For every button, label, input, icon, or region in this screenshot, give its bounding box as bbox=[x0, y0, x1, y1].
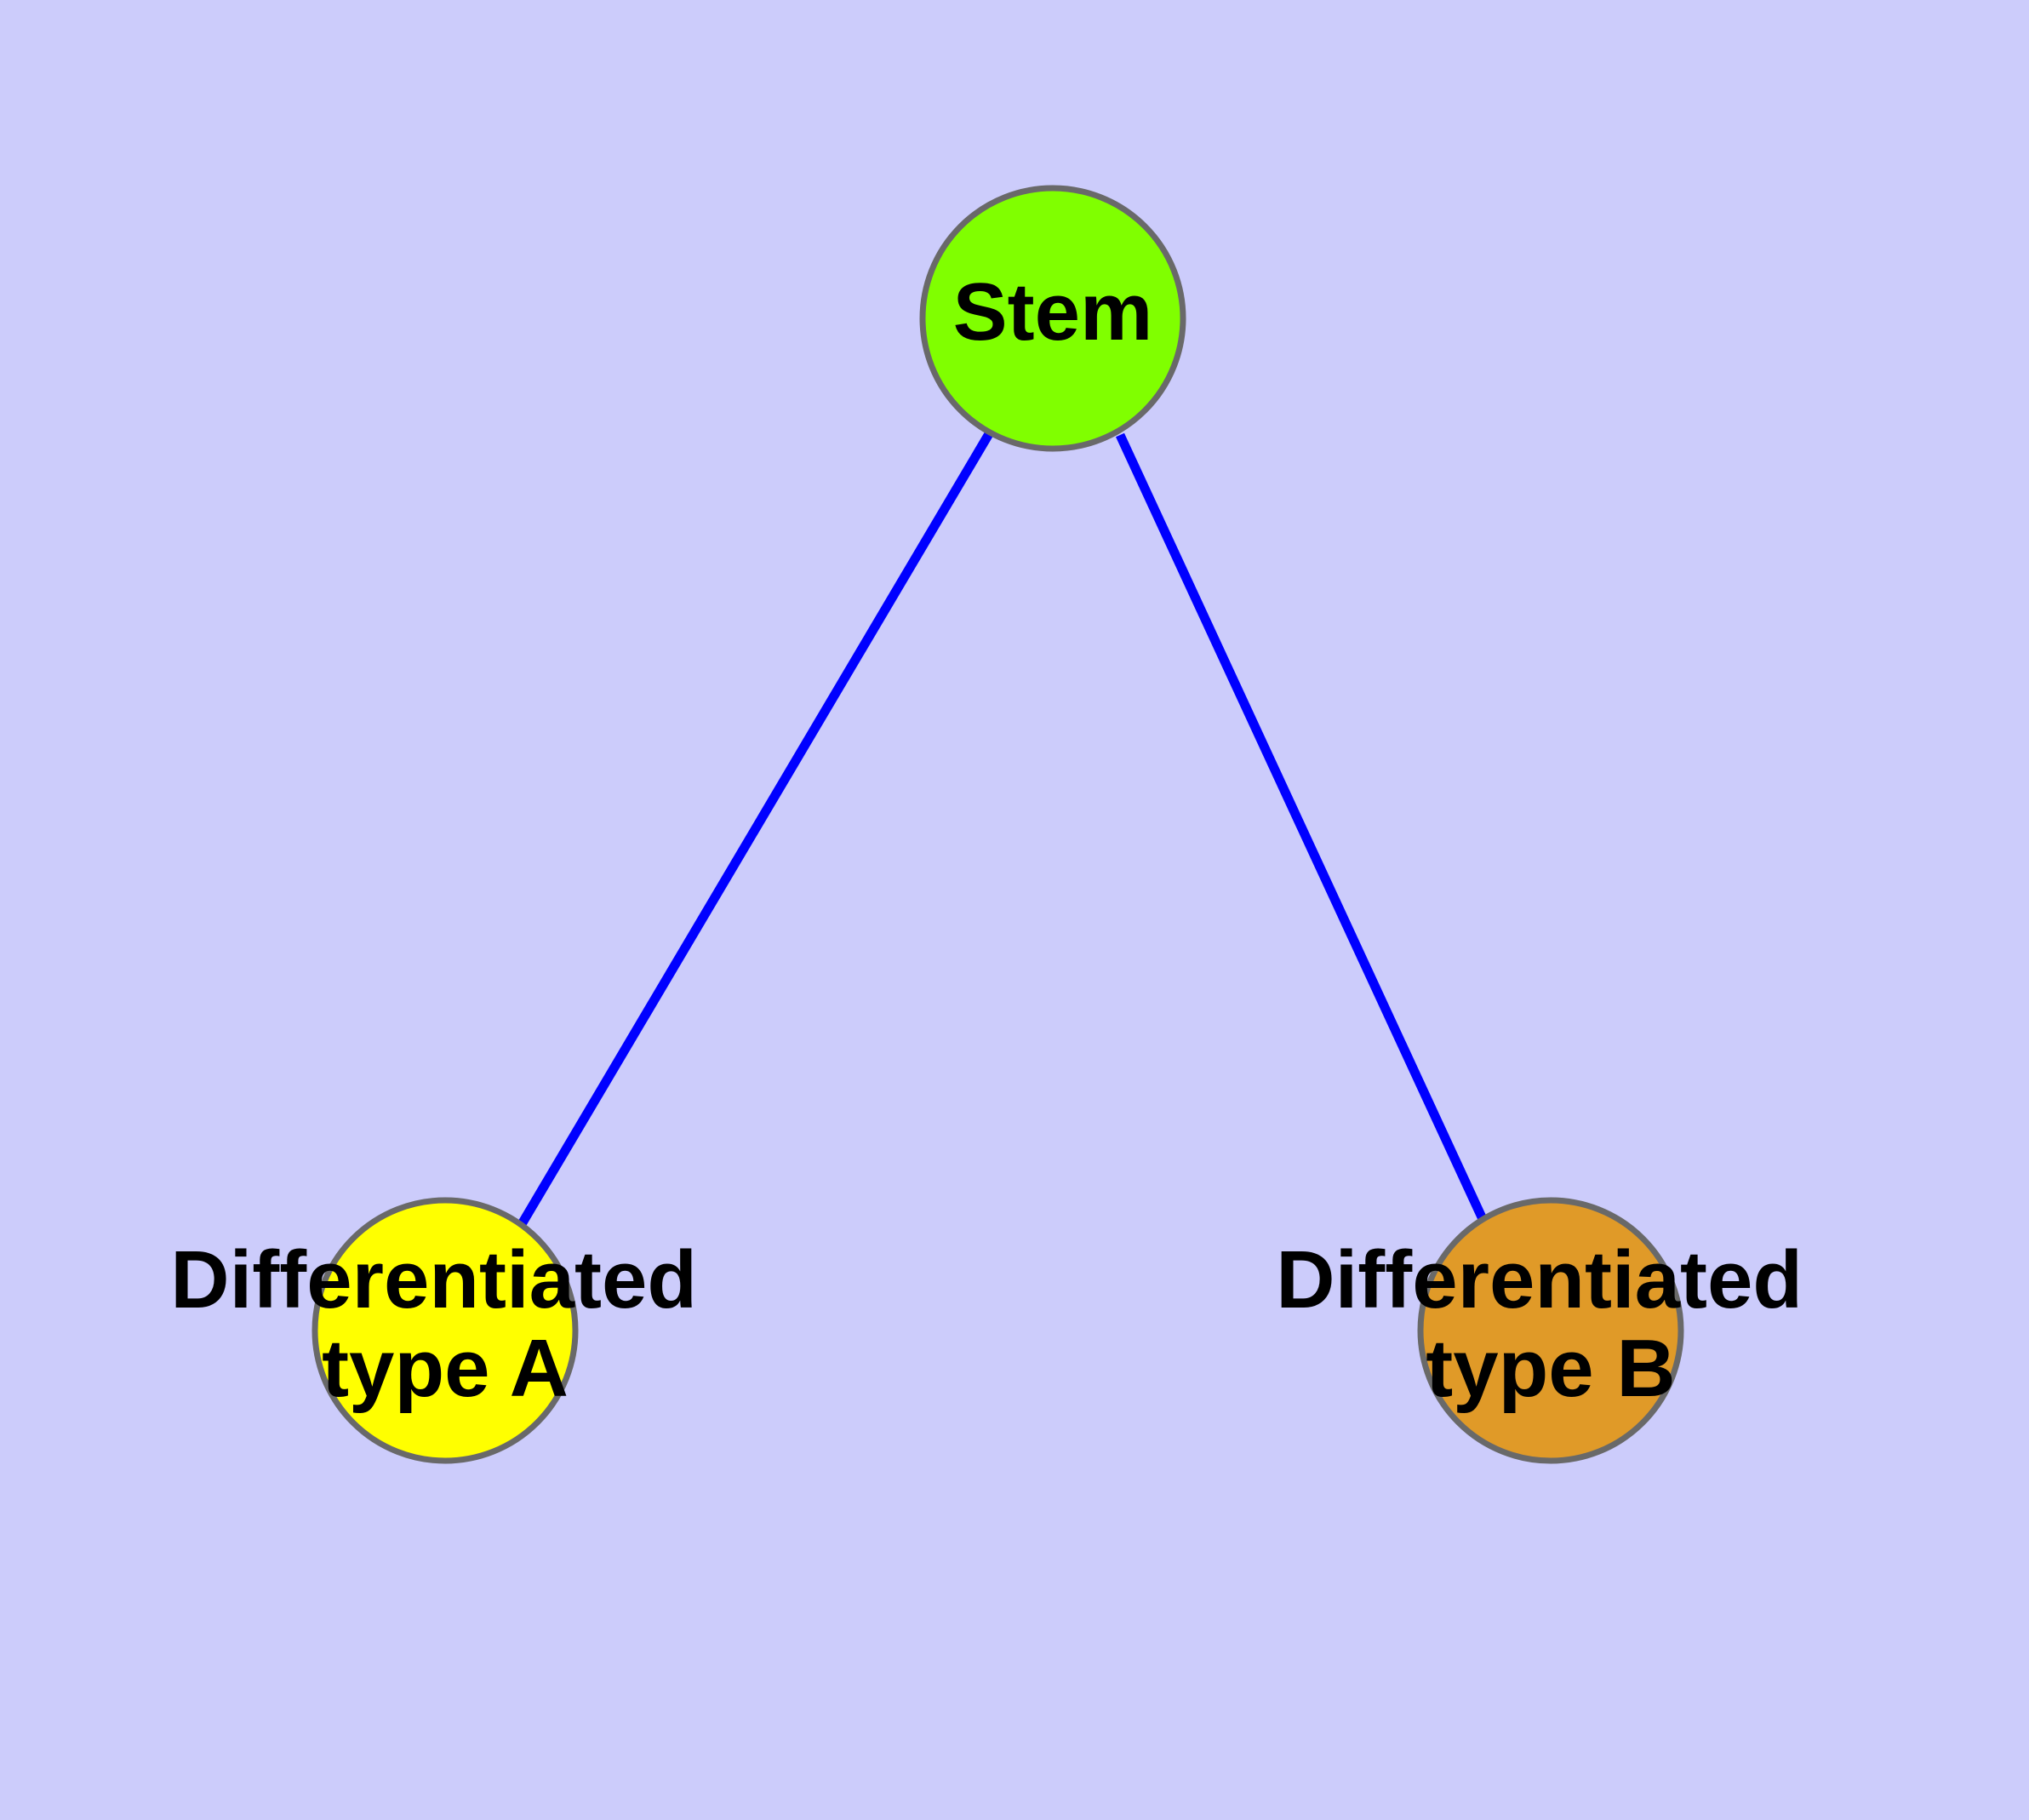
node-differentiated-type-b-circle[interactable] bbox=[1417, 1197, 1684, 1464]
node-differentiated-type-b[interactable]: Differentiated type B bbox=[1276, 1197, 1825, 1464]
node-differentiated-type-a[interactable]: Differentiated type A bbox=[170, 1197, 719, 1464]
node-stem[interactable]: Stem bbox=[919, 185, 1186, 452]
node-stem-label: Stem bbox=[953, 266, 1153, 358]
node-differentiated-type-a-circle[interactable] bbox=[311, 1197, 579, 1464]
node-differentiated-type-a-label: Differentiated type A bbox=[170, 1234, 719, 1414]
node-layer: Stem Differentiated type A Differentiate… bbox=[170, 185, 1825, 1464]
edge-stem-to-differentiated-type-a[interactable] bbox=[517, 430, 994, 1227]
node-differentiated-type-b-label: Differentiated type B bbox=[1276, 1234, 1825, 1414]
edge-stem-to-differentiated-type-b[interactable] bbox=[1116, 432, 1487, 1222]
edge-layer bbox=[517, 430, 1487, 1227]
node-stem-circle[interactable] bbox=[919, 185, 1186, 452]
